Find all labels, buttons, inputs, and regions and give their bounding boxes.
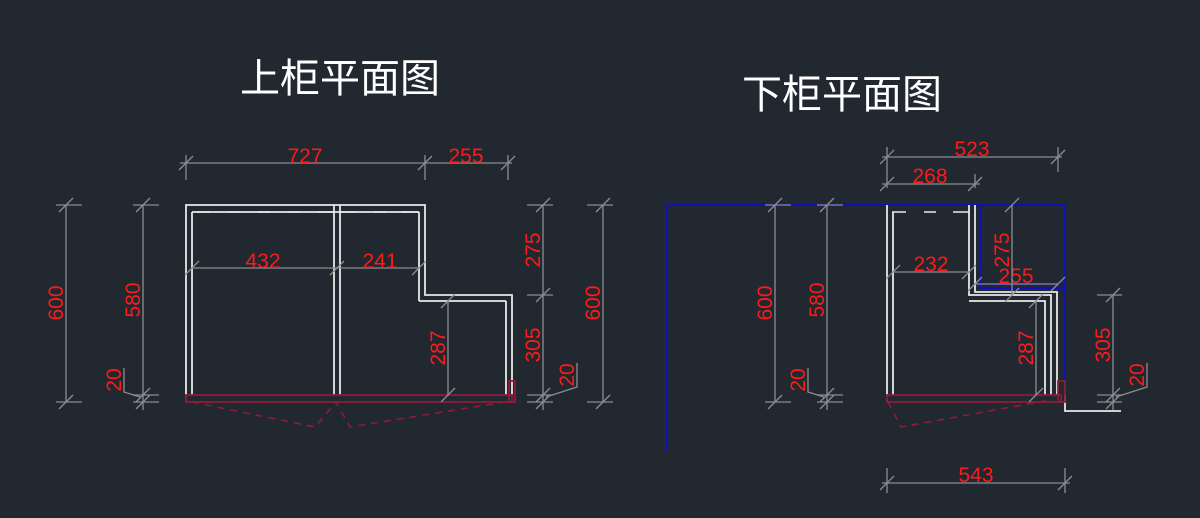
dim-top: 727 255 xyxy=(178,145,516,180)
dim-432: 432 xyxy=(245,250,280,273)
dim-275: 275 xyxy=(522,232,545,267)
dim-inner-lower: 232 255 275 287 xyxy=(885,197,1066,403)
dim-top-lower: 523 268 xyxy=(879,138,1066,192)
dim-right-lower: 305 20 xyxy=(1092,287,1149,410)
dim-580-lower: 580 xyxy=(806,282,829,317)
dim-287-lower: 287 xyxy=(1015,330,1038,365)
upper-cabinet-plan: 上柜平面图 xyxy=(45,56,613,428)
dim-600-left: 600 xyxy=(45,285,68,320)
dim-step: 287 xyxy=(427,293,456,403)
dim-255: 255 xyxy=(448,145,483,168)
dim-580: 580 xyxy=(122,282,145,317)
dim-20-lower-left: 20 xyxy=(787,368,810,391)
dim-268: 268 xyxy=(912,165,947,188)
dim-305-lower: 305 xyxy=(1092,327,1115,362)
dim-600-right: 600 xyxy=(582,285,605,320)
dim-543: 543 xyxy=(958,464,993,487)
upper-cabinet-outline xyxy=(185,204,513,395)
dim-right: 275 305 20 600 xyxy=(522,197,613,410)
dim-232: 232 xyxy=(913,253,948,276)
lower-cabinet-title: 下柜平面图 xyxy=(742,72,942,118)
dim-523: 523 xyxy=(954,138,989,161)
dim-left-lower: 600 580 20 xyxy=(754,197,843,410)
dim-600-lower: 600 xyxy=(754,285,777,320)
dim-inner: 432 241 xyxy=(184,250,427,276)
dim-727: 727 xyxy=(287,145,322,168)
dim-left: 600 580 20 xyxy=(45,197,159,410)
dim-305: 305 xyxy=(522,327,545,362)
upper-cabinet-title: 上柜平面图 xyxy=(240,56,440,102)
dim-241: 241 xyxy=(362,250,397,273)
dim-20-left: 20 xyxy=(103,368,126,391)
upper-cabinet-doors xyxy=(185,380,516,428)
dim-20-right: 20 xyxy=(556,363,579,386)
dim-bottom-lower: 543 xyxy=(879,464,1073,493)
lower-cabinet-doors xyxy=(886,380,1066,428)
dim-255-lower: 255 xyxy=(998,265,1033,288)
dim-287: 287 xyxy=(427,330,450,365)
lower-cabinet-plan: 下柜平面图 xyxy=(666,72,1149,493)
lower-cabinet-outline xyxy=(886,205,1121,412)
dim-275-lower: 275 xyxy=(991,232,1014,267)
dim-20-lower-right: 20 xyxy=(1126,363,1149,386)
